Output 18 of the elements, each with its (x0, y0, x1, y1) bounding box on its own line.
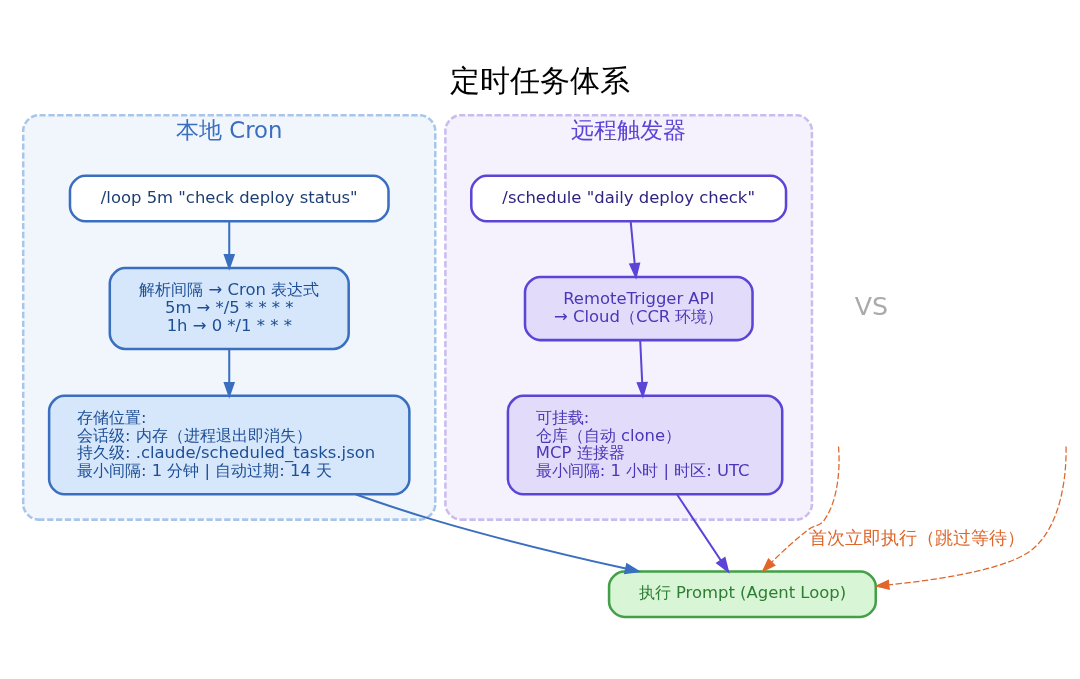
node-box: 执行 Prompt (Agent Loop) (607, 570, 878, 619)
node-box: /schedule "daily deploy check" (470, 174, 788, 223)
arrow (223, 221, 236, 271)
arrow (761, 445, 840, 573)
arrow (355, 493, 642, 575)
arrow (223, 349, 236, 399)
node-box: RemoteTrigger API → Cloud（CCR 环境） (523, 275, 754, 342)
diagram-title: 定时任务体系 (450, 63, 630, 99)
node-box: 可挂载: 仓库（自动 clone） MCP 连接器 最小间隔: 1 小时 | 时区: UTC (506, 394, 784, 496)
node-box: 存储位置: 会话级: 内存（进程退出即消失） 持久级: .claude/scheduled_tasks.json 最小间隔: 1 分钟 | 自动过期: 14 天 (47, 394, 411, 496)
arrow (636, 340, 648, 399)
node-box: 解析间隔 → Cron 表达式 5m → */5 * * * * 1h → 0 */1 * * * (108, 266, 350, 351)
node-box: /loop 5m "check deploy status" (68, 174, 390, 223)
arrow (628, 221, 641, 280)
arrow (676, 494, 730, 574)
edge-label: 首次立即执行（跳过等待） (808, 527, 1025, 548)
label: VS (854, 291, 888, 321)
arrow (874, 445, 1067, 591)
